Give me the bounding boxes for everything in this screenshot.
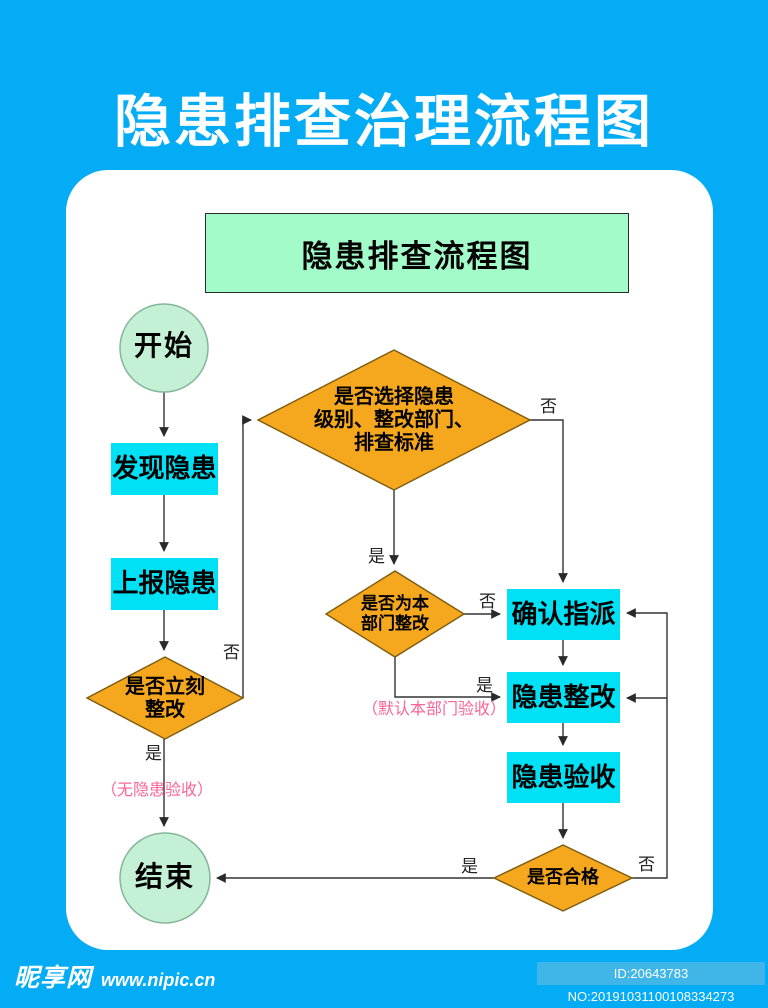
node-assign-shape xyxy=(507,589,620,640)
node-start-shape xyxy=(119,303,209,393)
edge-label-yes-select: 是 xyxy=(368,547,385,566)
node-select-line1: 是否选择隐患 xyxy=(334,386,454,408)
node-assign-label: 确认指派 xyxy=(511,598,616,629)
node-report-label: 上报隐患 xyxy=(112,568,217,599)
edge-owndept-yes-to-rectify xyxy=(394,657,501,702)
edge-label-no-owndept: 否 xyxy=(479,592,496,611)
site-name: 昵享网 xyxy=(14,964,93,992)
flowchart-banner: 隐患排查流程图 xyxy=(205,213,629,293)
site-logo: 昵享网 www.nipic.cn xyxy=(14,949,215,993)
node-find-shape xyxy=(111,443,218,495)
edge-label-yes-immediate: 是 xyxy=(145,744,162,763)
node-start-label: 开始 xyxy=(133,330,194,361)
edge-qualified-no-to-assign xyxy=(626,608,668,879)
edge-select-no-to-assign xyxy=(530,419,568,583)
node-owndept-label: 是否为本 部门整改 xyxy=(325,594,465,633)
footer-bar: 昵享网 www.nipic.cn ID:20643783 NO:20191031… xyxy=(0,949,768,1004)
edge-label-no-select: 否 xyxy=(540,397,557,416)
node-accept-shape xyxy=(507,752,620,803)
node-owndept-line1: 是否为本 xyxy=(361,594,429,613)
note-default-dept-acceptance: （默认本部门验收） xyxy=(362,701,507,718)
node-immediate-line2: 整改 xyxy=(145,699,185,721)
site-url: www.nipic.cn xyxy=(101,970,216,990)
banner-title: 隐患排查流程图 xyxy=(301,238,533,274)
node-select-shape xyxy=(256,349,532,491)
node-accept-label: 隐患验收 xyxy=(511,761,616,792)
node-rectify-label: 隐患整改 xyxy=(511,681,616,712)
node-end-label: 结束 xyxy=(134,861,195,892)
node-select-label: 是否选择隐患 级别、整改部门、 排查标准 xyxy=(274,386,514,455)
node-immediate-shape xyxy=(85,656,245,740)
node-qualified-shape xyxy=(492,844,634,912)
note-no-hidden-acceptance: （无隐患验收） xyxy=(101,782,214,799)
edge-label-yes-owndept: 是 xyxy=(476,676,493,695)
edge-label-no-qualified: 否 xyxy=(638,855,655,874)
node-immediate-label: 是否立刻 整改 xyxy=(87,676,243,722)
node-immediate-line1: 是否立刻 xyxy=(125,676,205,698)
node-select-line2: 级别、整改部门、 xyxy=(314,409,474,431)
node-owndept-line2: 部门整改 xyxy=(361,613,429,633)
node-end-shape xyxy=(119,832,211,924)
edge-immediate-no-to-select xyxy=(242,415,252,698)
edge-label-yes-qualified: 是 xyxy=(461,857,478,876)
node-select-line3: 排查标准 xyxy=(354,432,434,454)
node-qualified-label: 是否合格 xyxy=(527,867,599,887)
node-owndept-shape xyxy=(324,570,466,658)
image-id-badge: ID:20643783 NO:20191031100108334273 xyxy=(537,962,765,1004)
node-report-shape xyxy=(111,558,218,610)
page-title: 隐患排查治理流程图 xyxy=(114,90,654,154)
nodes xyxy=(85,303,634,924)
node-find-label: 发现隐患 xyxy=(112,453,217,484)
edge-label-no-immediate: 否 xyxy=(223,643,240,662)
connectors xyxy=(159,392,668,883)
node-rectify-shape xyxy=(507,672,620,723)
